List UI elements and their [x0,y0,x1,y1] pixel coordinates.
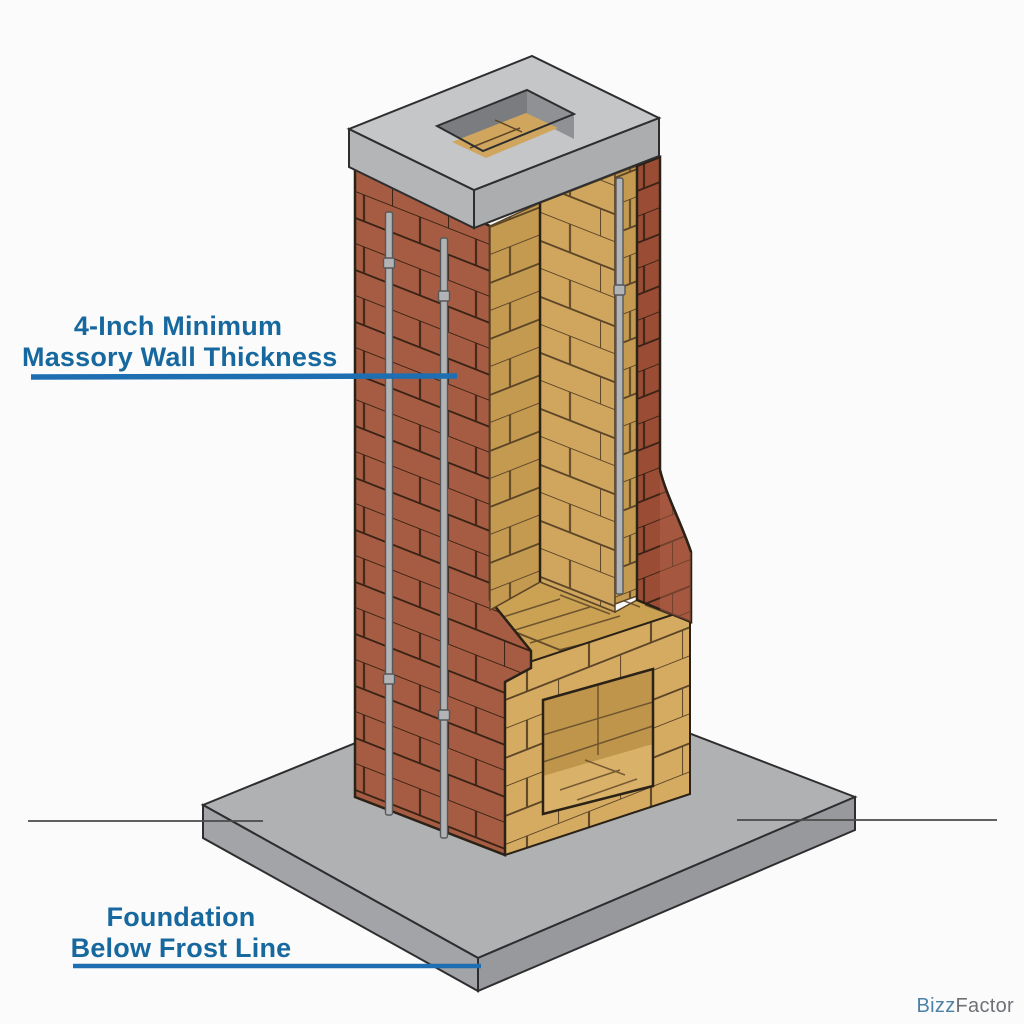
leader-line-wall-thickness [30,373,458,380]
wall-thickness-label-line1: 4-Inch Minimum [73,311,283,341]
corbel-curve-edge [658,469,693,553]
watermark: BizzFactor [917,996,1014,1016]
left-corbel-edge [489,599,532,683]
flue-liner-in-opening [452,113,558,158]
rebar-rod-3 [613,177,626,595]
wall-thickness-label-line2: Massory Wall Thickness [22,342,338,372]
wall-thickness-label: 4-Inch Minimum Massory Wall Thickness [22,311,338,373]
flue-opening-inner-wall [527,90,574,139]
foundation-label-line2: Below Frost Line [70,933,292,963]
flue-liner-back-inner-face [539,172,616,614]
rebar-rod-1 [382,211,396,816]
flue-opening [434,88,577,158]
watermark-brand-prefix: Bizz [916,995,956,1017]
rebar-rods [382,177,626,839]
watermark-brand-suffix: Factor [955,995,1014,1017]
flue-liner-left-inner-face [489,201,541,612]
foundation-label: Foundation Below Frost Line [28,902,334,964]
foundation-label-line1: Foundation [106,902,256,932]
chimney-base [504,607,691,857]
corbel-highlight [660,470,691,622]
right-brick-face-and-shoulder [635,155,693,624]
rebar-rod-2 [437,237,451,839]
flue-cutaway [489,164,638,614]
slab-right-face [477,795,856,993]
concrete-cap [346,54,662,230]
firebox-opening [541,667,655,816]
firebox-floor [543,744,653,814]
